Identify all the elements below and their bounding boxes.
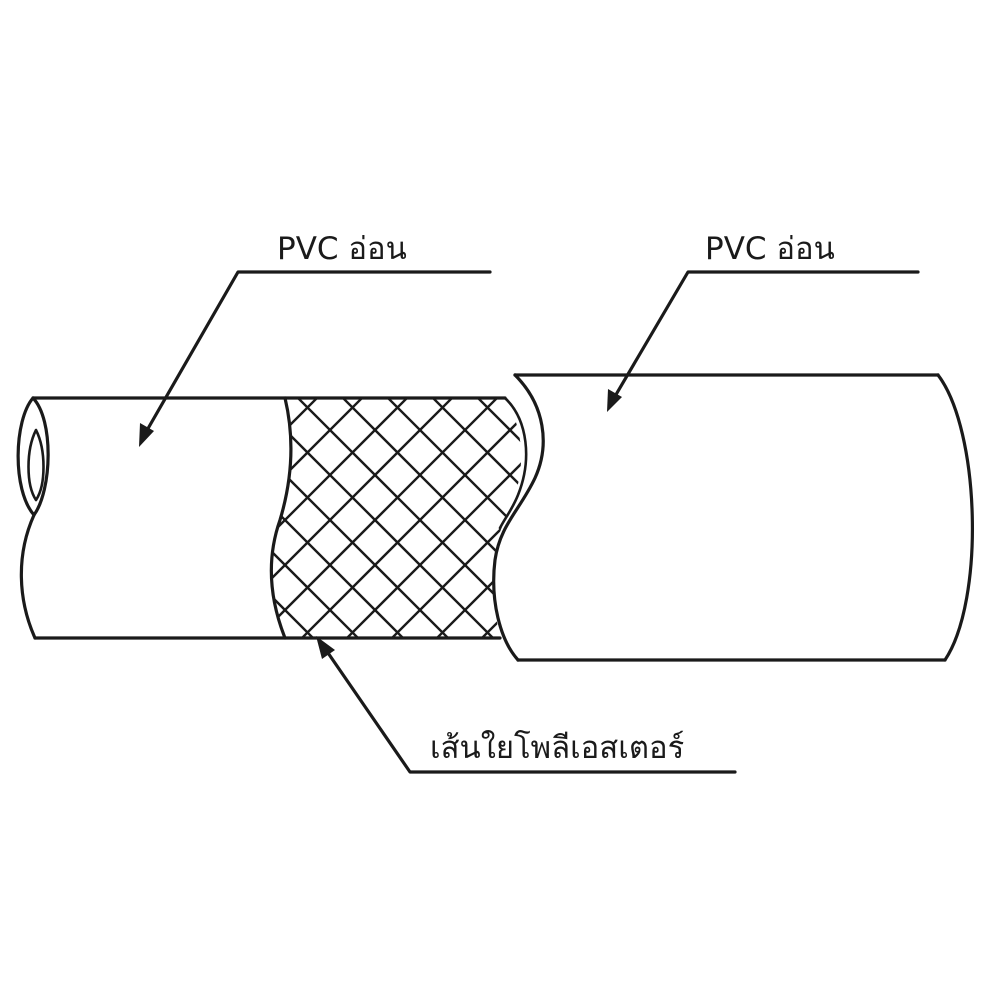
- leader-braid: [316, 636, 737, 774]
- label-outer-pvc: PVC อ่อน: [705, 231, 835, 267]
- polyester-braid-mesh: [271, 398, 522, 638]
- inner-tube: [16, 396, 507, 640]
- leader-inner-pvc: [139, 270, 492, 447]
- outer-tube: [492, 373, 974, 662]
- label-polyester-fiber: เส้นใยโพลีเอสเตอร์: [430, 730, 684, 766]
- leader-outer-pvc: [607, 270, 920, 412]
- label-inner-pvc: PVC อ่อน: [277, 231, 407, 267]
